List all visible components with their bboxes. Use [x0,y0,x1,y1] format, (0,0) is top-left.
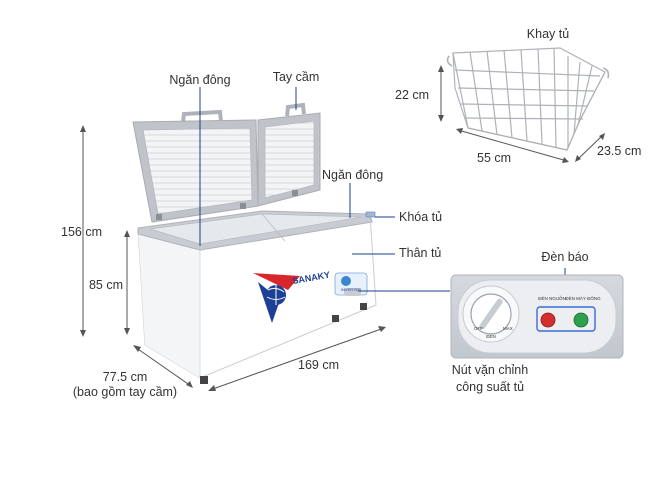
light-left-label: ĐÈN NGUỒN [538,295,566,301]
label-indicator-lights: Đèn báo [541,250,589,264]
dim-basket-width: 55 cm [477,151,512,165]
dim-depth-line2: (bao gồm tay cầm) [72,385,178,399]
knob-max-label: MAX [503,326,513,331]
label-power-knob-line1: Nút vặn chỉnh [451,363,529,377]
dim-body-height: 85 cm [88,278,123,292]
label-lock: Khóa tủ [399,210,443,224]
chest-freezer [132,102,377,384]
light-right-label: ĐÈN MÁY ĐÔNG [565,295,601,301]
label-handle: Tay cầm [272,70,320,84]
dim-basket-depth: 23.5 cm [597,144,642,158]
dimension-lines [80,65,605,391]
dim-depth-line1: 77.5 cm [102,370,148,384]
knob-label: ĐÈN [486,333,496,339]
knob-off-label: OFF [474,326,483,331]
label-body: Thân tủ [399,246,442,260]
label-freezer-compartment-right: Ngăn đông [322,168,384,182]
inverter-badge-text: INVERTER [341,287,361,292]
dim-total-height: 156 cm [61,225,102,239]
label-freezer-compartment-left: Ngăn đông [169,73,231,87]
label-power-knob-line2: công suất tủ [455,380,525,394]
dim-basket-height: 22 cm [395,88,430,102]
label-basket: Khay tủ [526,27,570,41]
dim-width: 169 cm [298,358,339,372]
freezer-basket [446,47,610,151]
control-panel-zoom [450,274,624,359]
